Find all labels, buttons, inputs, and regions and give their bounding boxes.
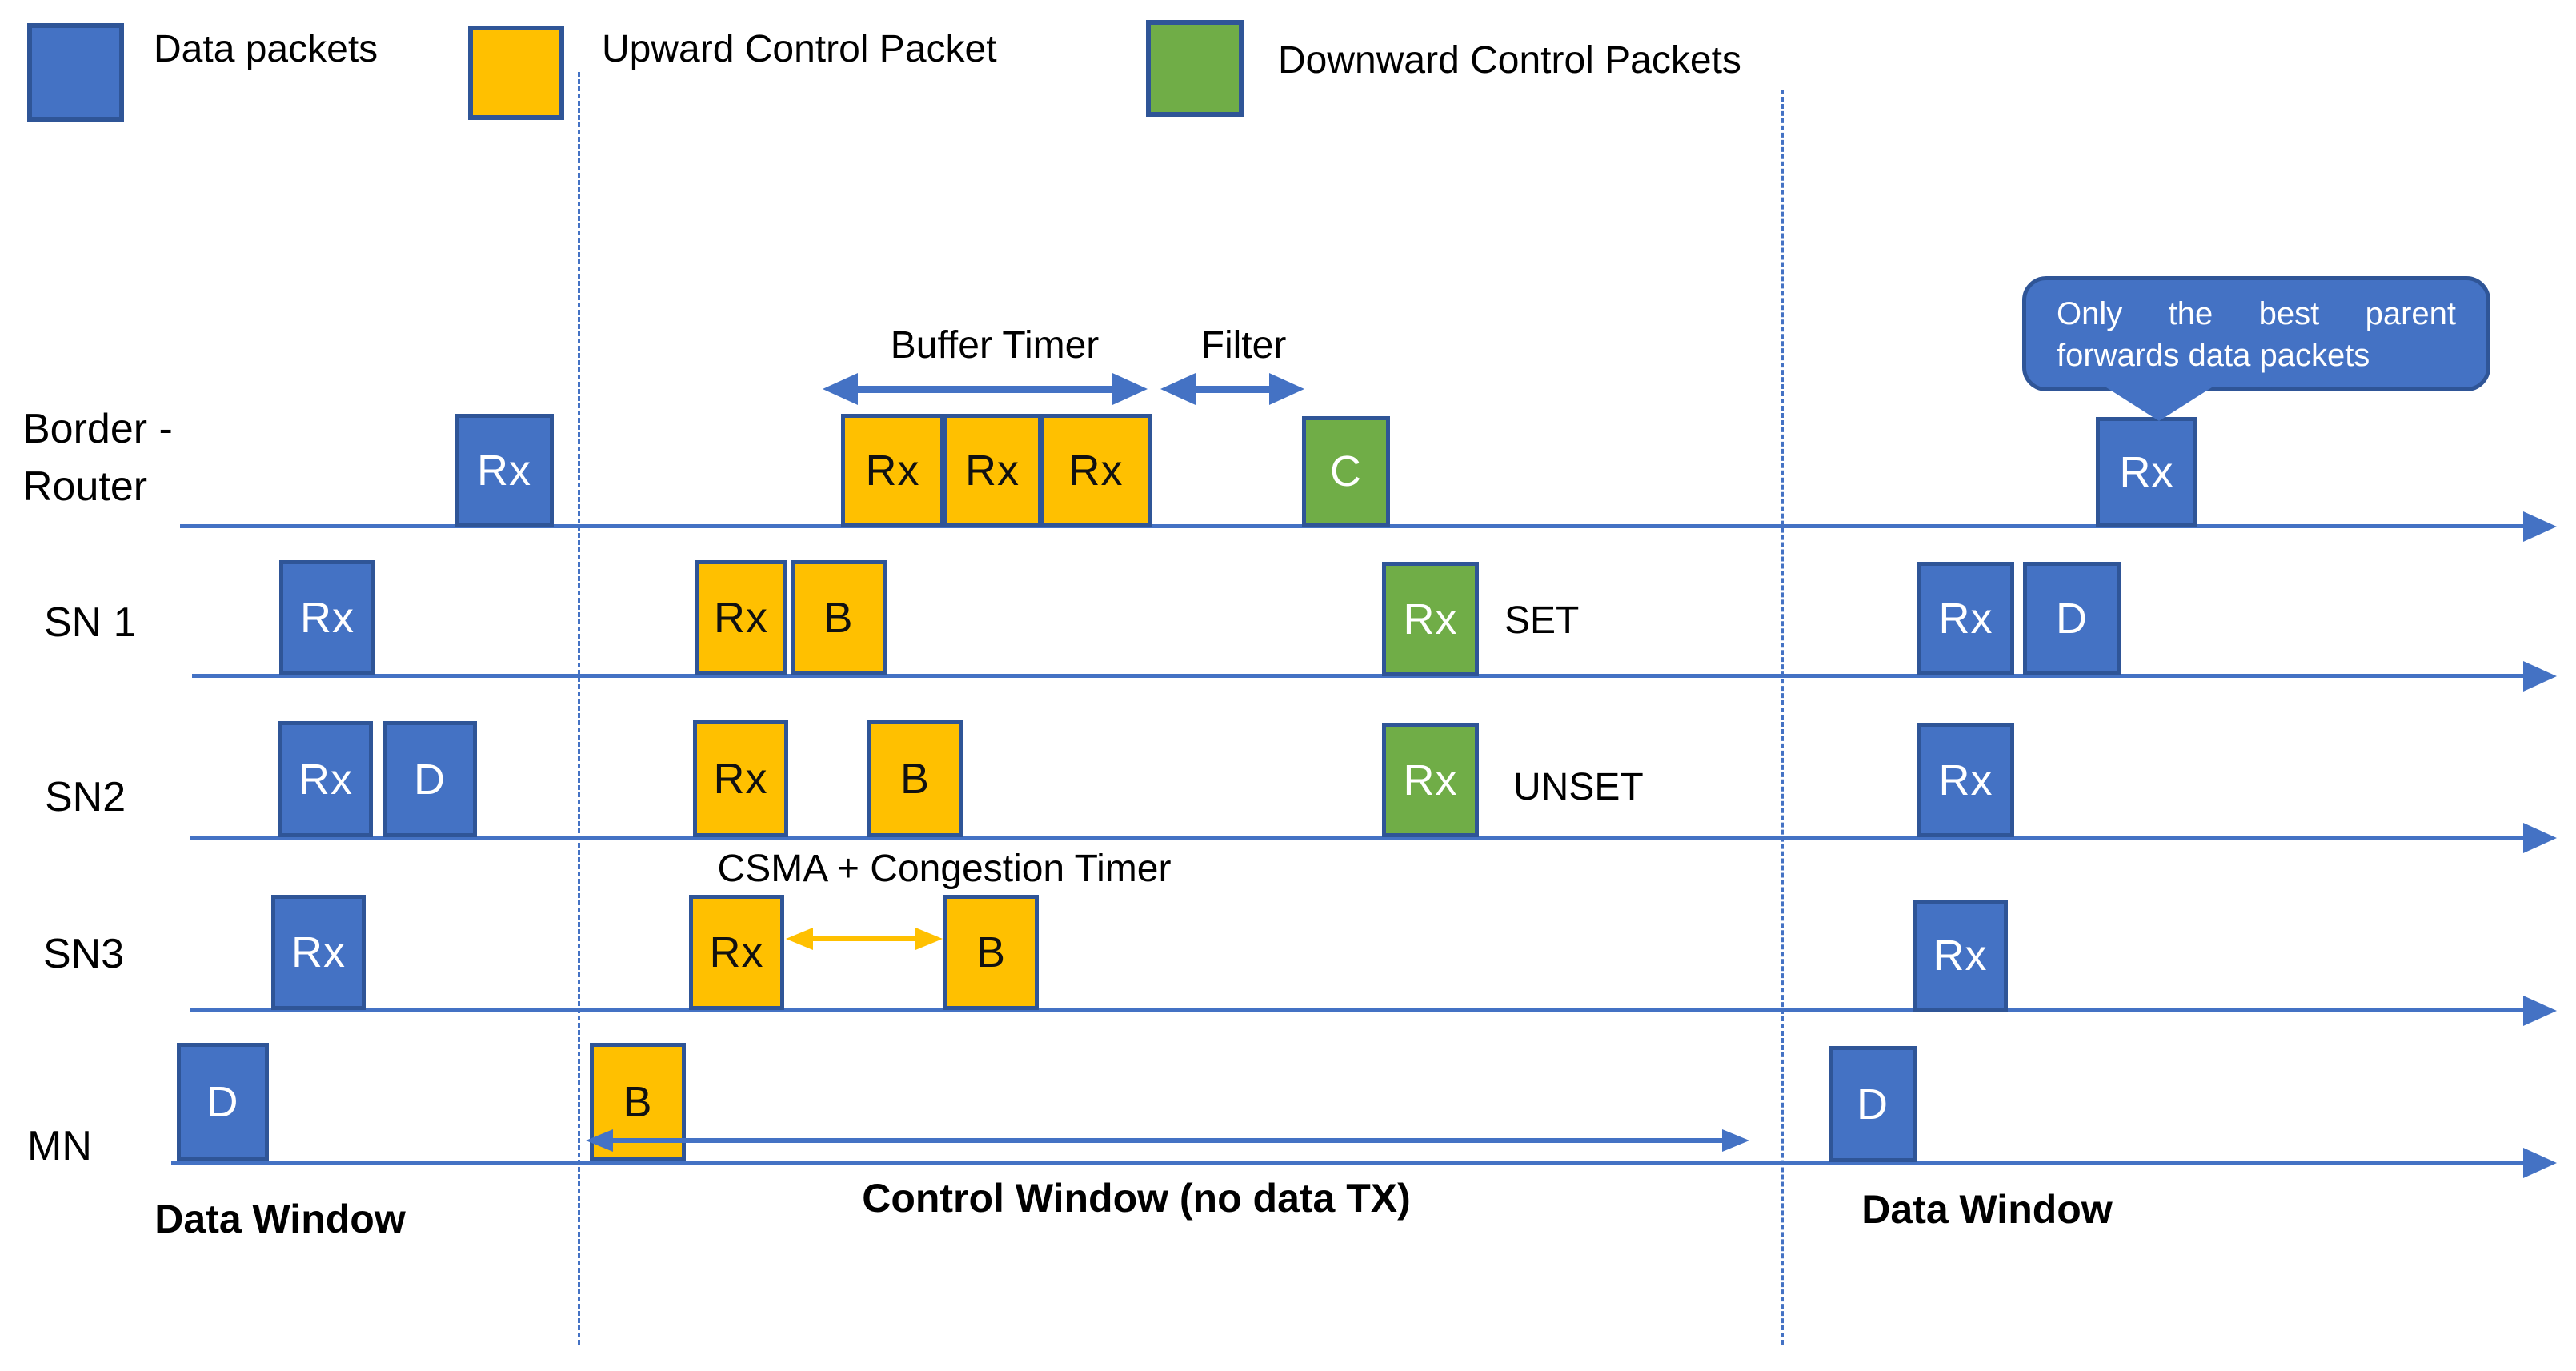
packet-box-sn2-rx-unset: Rx <box>1382 723 1479 837</box>
packet-box-label: D <box>2056 595 2088 643</box>
packet-box-label: B <box>976 928 1007 976</box>
packet-box-label: Rx <box>300 594 355 642</box>
data-window-right-label: Data Window <box>1861 1187 2113 1232</box>
packet-box-sn3-rx-right: Rx <box>1913 900 2008 1012</box>
packet-box-sn1-rx-left: Rx <box>279 560 375 675</box>
packet-box-mn-d-right: D <box>1829 1046 1917 1162</box>
packet-box-label: B <box>623 1078 653 1126</box>
packet-box-label: Rx <box>291 928 346 976</box>
packet-box-label: Rx <box>714 594 768 642</box>
control-window-label: Control Window (no data TX) <box>862 1176 1411 1221</box>
csma-congestion-timer-label: CSMA + Congestion Timer <box>717 848 1172 890</box>
callout-text-line1: Only the best parent <box>2057 296 2456 331</box>
packet-box-label: Rx <box>1403 595 1458 643</box>
packet-box-sn1-rx-set: Rx <box>1382 562 1479 676</box>
mn-control-window-arrow <box>608 1138 1727 1143</box>
packet-box-mn-d-left: D <box>177 1043 269 1161</box>
legend-label-data-packets: Data packets <box>154 28 379 70</box>
row-label-border-router-line1: Border - <box>22 406 173 452</box>
buffer-timer-label: Buffer Timer <box>890 324 1100 367</box>
callout-tail <box>2106 387 2212 421</box>
timeline-sn1-arrowhead <box>2523 661 2557 692</box>
window-separator-left <box>578 72 580 1345</box>
packet-box-br-rx-data: Rx <box>455 414 554 527</box>
callout-best-parent: Only the best parent forwards data packe… <box>2022 276 2490 391</box>
packet-box-br-c-control: C <box>1302 416 1390 527</box>
legend-label-upward-control: Upward Control Packet <box>602 28 997 70</box>
packet-box-label: Rx <box>713 755 768 803</box>
packet-box-label: D <box>414 755 446 804</box>
data-window-left-label: Data Window <box>154 1197 406 1241</box>
timeline-border-router-arrowhead <box>2523 511 2557 542</box>
packet-box-label: Rx <box>298 755 353 804</box>
packet-box-sn2-rx-left: Rx <box>278 721 373 837</box>
packet-box-sn2-d-left: D <box>383 721 477 837</box>
buffer-timer-arrow <box>850 386 1117 393</box>
buffer-timer-arrowhead-left <box>823 373 858 405</box>
row-label-border-router-line2: Router <box>22 463 148 510</box>
packet-box-label: Rx <box>965 446 1020 495</box>
row-label-mn: MN <box>27 1123 92 1169</box>
timeline-sn2 <box>190 836 2525 840</box>
csma-arrowhead-right <box>915 928 943 950</box>
packet-box-label: D <box>1857 1080 1889 1128</box>
packet-box-sn2-rx-right: Rx <box>1917 723 2014 837</box>
packet-box-label: Rx <box>865 446 920 495</box>
legend-label-downward-control: Downward Control Packets <box>1278 39 1741 82</box>
packet-box-sn1-b-control: B <box>791 560 887 675</box>
packet-box-label: Rx <box>709 928 764 976</box>
packet-box-label: C <box>1330 447 1362 495</box>
row-label-border-router: Border - Router <box>22 400 173 515</box>
packet-box-label: B <box>823 594 854 642</box>
callout-text-line2: forwards data packets <box>2057 338 2370 373</box>
timeline-sn3-arrowhead <box>2523 996 2557 1026</box>
filter-arrowhead-right <box>1269 373 1304 405</box>
packet-box-label: Rx <box>1938 756 1993 804</box>
csma-arrowhead-left <box>786 928 813 950</box>
packet-box-sn3-rx-control: Rx <box>689 895 784 1010</box>
packet-box-label: Rx <box>1068 446 1124 495</box>
window-separator-right <box>1781 90 1784 1345</box>
row-label-sn3: SN3 <box>43 931 125 977</box>
timeline-sn1 <box>192 674 2525 678</box>
row-label-sn1: SN 1 <box>44 599 137 646</box>
packet-box-sn1-rx-control: Rx <box>695 560 787 675</box>
packet-box-label: Rx <box>1933 932 1988 980</box>
legend-swatch-downward-control <box>1146 20 1244 117</box>
packet-box-sn3-b-control: B <box>943 895 1039 1010</box>
packet-box-br-rx-buffer1: Rx <box>841 414 944 527</box>
packet-box-label: Rx <box>477 446 531 495</box>
packet-box-sn2-rx-control: Rx <box>693 720 788 837</box>
filter-label: Filter <box>1200 324 1287 367</box>
mn-control-window-arrowhead-left <box>586 1129 613 1152</box>
timeline-mn-arrowhead <box>2523 1148 2557 1178</box>
packet-box-br-rx-buffer3: Rx <box>1040 414 1152 527</box>
legend-swatch-data-packet <box>27 23 124 122</box>
packet-box-sn1-d-right: D <box>2023 562 2121 675</box>
unset-label: UNSET <box>1513 766 1644 808</box>
filter-arrow <box>1188 386 1274 393</box>
timeline-mn <box>171 1161 2525 1165</box>
packet-box-sn1-rx-right: Rx <box>1917 562 2014 675</box>
filter-arrowhead-left <box>1160 373 1196 405</box>
packet-box-label: D <box>206 1078 239 1126</box>
packet-box-label: Rx <box>2119 447 2174 496</box>
buffer-timer-arrowhead-right <box>1112 373 1148 405</box>
set-label: SET <box>1504 599 1580 642</box>
timeline-sn3 <box>190 1008 2525 1012</box>
mn-control-window-arrowhead-right <box>1722 1129 1749 1152</box>
packet-box-sn2-b-control: B <box>867 720 963 837</box>
csma-arrow <box>808 936 920 941</box>
packet-box-br-rx-buffer2: Rx <box>943 414 1042 527</box>
row-label-sn2: SN2 <box>45 774 126 820</box>
packet-box-label: Rx <box>1403 756 1458 804</box>
packet-box-sn3-rx-left: Rx <box>271 895 366 1010</box>
legend-swatch-upward-control <box>468 26 564 120</box>
packet-box-label: Rx <box>1938 595 1993 643</box>
timeline-sn2-arrowhead <box>2523 823 2557 853</box>
packet-box-label: B <box>899 755 931 803</box>
packet-box-br-rx-right: Rx <box>2096 417 2197 527</box>
